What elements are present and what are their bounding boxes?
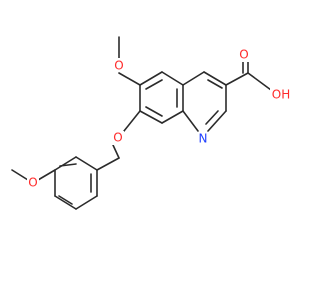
bond-line — [145, 79, 163, 90]
bond-line — [161, 110, 184, 124]
bond-line — [11, 169, 29, 181]
atom-oh-acid: OH — [272, 88, 290, 102]
bond-line — [203, 71, 227, 86]
bond-line — [123, 110, 141, 132]
atom-o-methoxy-bottom: O — [28, 176, 37, 190]
bond-line — [59, 163, 77, 167]
bond-line — [96, 157, 120, 171]
bond-line — [75, 156, 98, 171]
atom-mask — [113, 58, 125, 72]
bond-line — [54, 195, 77, 210]
bond-line — [182, 71, 205, 86]
atom-labels: O O O N O OH — [27, 48, 292, 190]
bond-line — [139, 71, 163, 86]
bond-line — [139, 110, 163, 124]
atom-o-carbonyl: O — [239, 48, 248, 62]
atom-mask — [27, 176, 39, 190]
bond-line — [207, 79, 223, 89]
bond-line — [225, 72, 249, 86]
bond-line — [75, 195, 98, 210]
bond-line — [161, 71, 184, 86]
bond-line — [145, 106, 163, 117]
bond-line — [247, 72, 272, 91]
atom-o-methoxy-top: O — [114, 59, 123, 73]
bond-line — [37, 169, 56, 181]
bond-line — [112, 144, 120, 159]
molecule-structure: O O O N O OH — [11, 36, 292, 210]
atom-n-ring: N — [199, 132, 208, 146]
atom-o-ether: O — [113, 131, 122, 145]
bond-lines — [11, 36, 272, 210]
bond-line — [182, 110, 199, 132]
bond-line — [205, 110, 219, 125]
bond-line — [207, 110, 227, 132]
bond-line — [118, 72, 141, 86]
bond-line — [58, 195, 73, 205]
atom-mask — [112, 131, 124, 145]
atom-mask — [270, 88, 292, 102]
atom-mask — [238, 48, 250, 62]
atom-mask — [197, 132, 209, 146]
bond-line — [54, 156, 77, 171]
